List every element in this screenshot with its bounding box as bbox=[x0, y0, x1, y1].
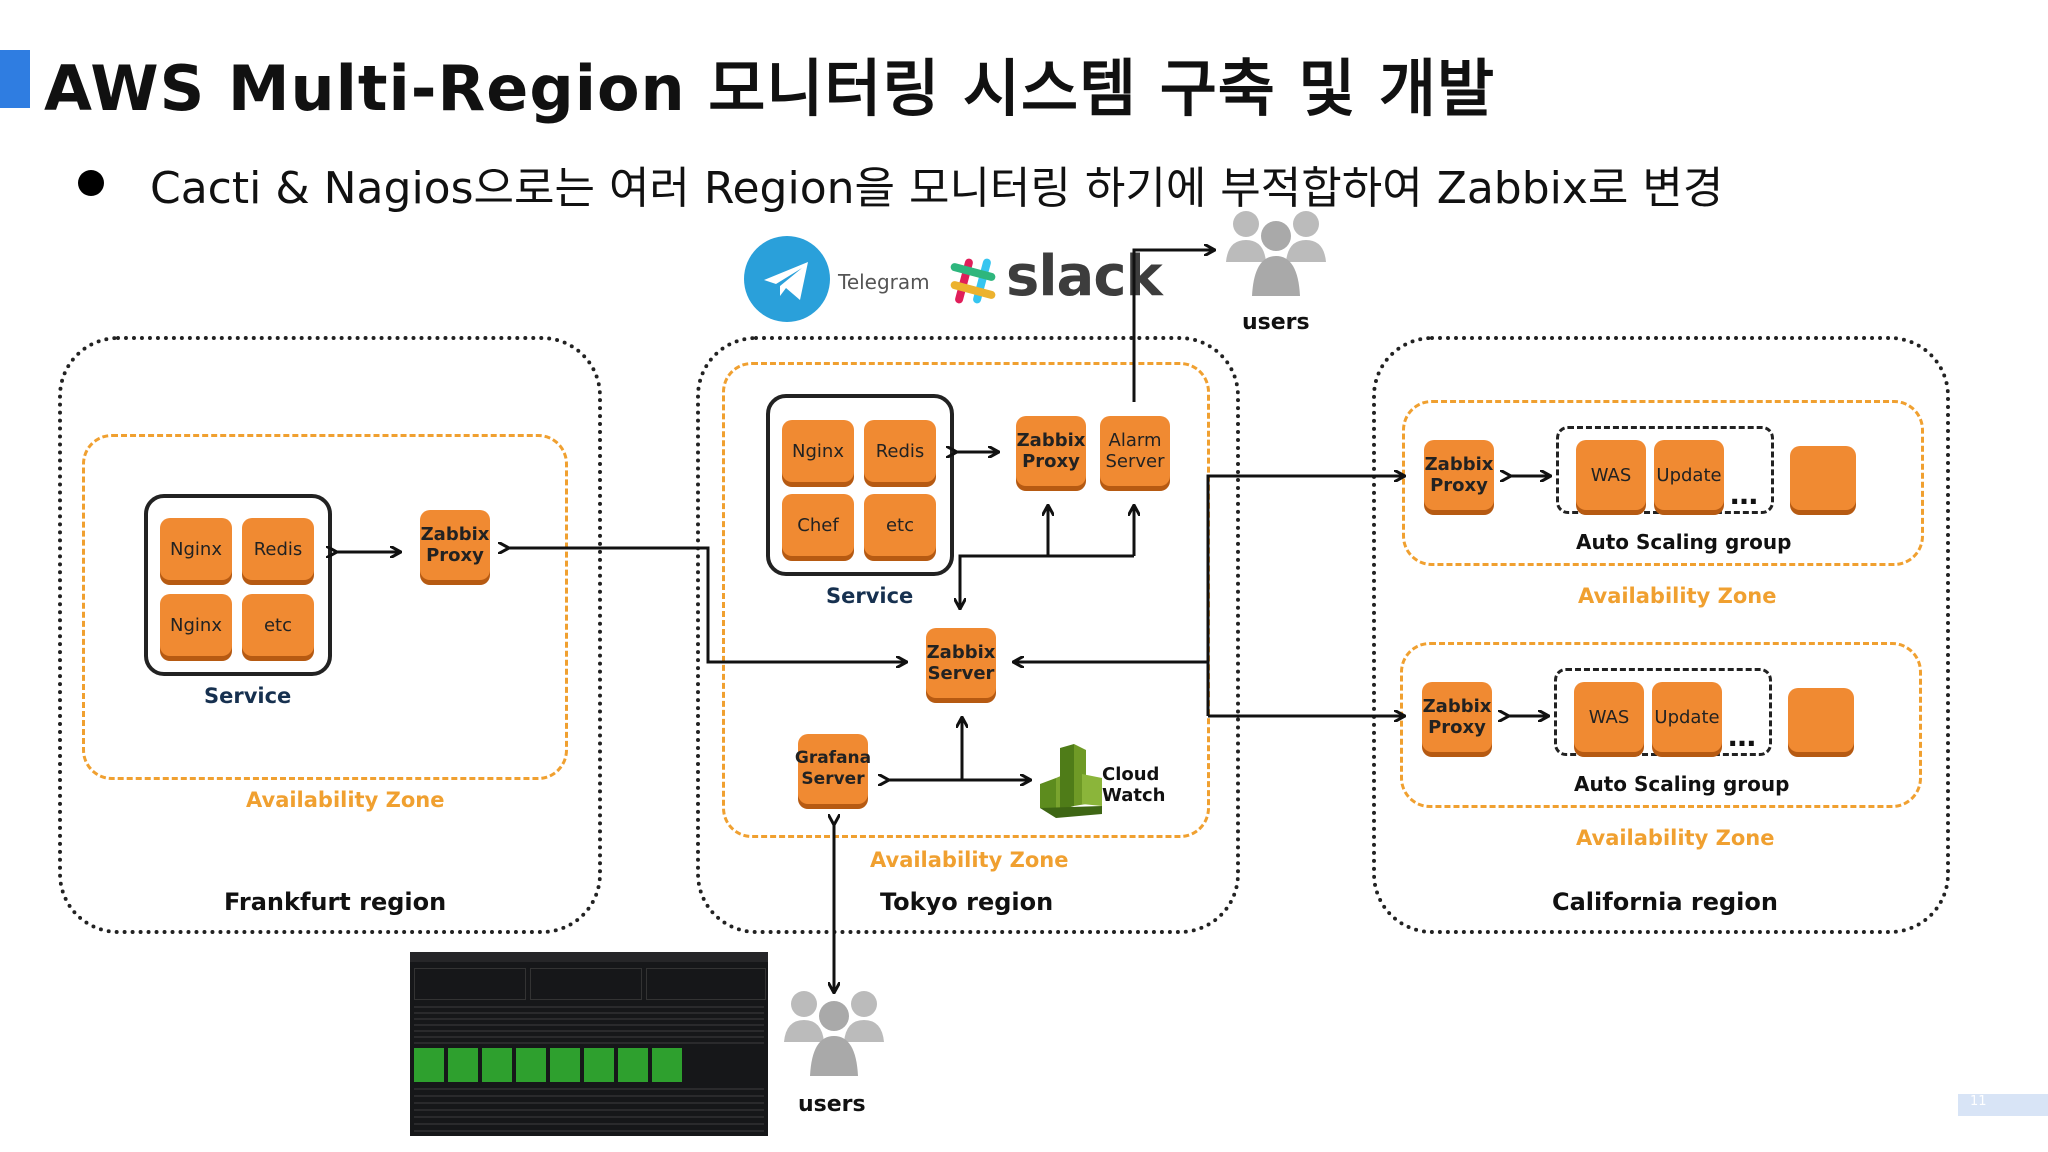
telegram-logo bbox=[744, 236, 830, 322]
ellipsis-1: … bbox=[1730, 478, 1758, 511]
california-was-2: WAS bbox=[1574, 682, 1644, 752]
title-accent-bar bbox=[0, 50, 30, 108]
tokyo-cloudwatch-label: Cloud Watch bbox=[1102, 764, 1166, 806]
slack-label: slack bbox=[1006, 244, 1163, 309]
users-icon bbox=[1224, 206, 1328, 298]
tokyo-zabbix-server: Zabbix Server bbox=[926, 628, 996, 698]
california-update-1: Update bbox=[1654, 440, 1724, 510]
california-asg-2 bbox=[1554, 668, 1772, 756]
california-zabbix-proxy-2: Zabbix Proxy bbox=[1422, 682, 1492, 752]
california-availability-zone-1 bbox=[1402, 400, 1924, 566]
telegram-label: Telegram bbox=[838, 270, 930, 294]
frankfurt-az-label: Availability Zone bbox=[246, 788, 445, 812]
frankfurt-redis: Redis bbox=[242, 518, 314, 580]
users-label-bottom: users bbox=[798, 1092, 866, 1117]
california-region-label: California region bbox=[1552, 888, 1778, 916]
cloudwatch-icon bbox=[1036, 744, 1106, 818]
california-az-label-2: Availability Zone bbox=[1576, 826, 1775, 850]
california-asg-label-2: Auto Scaling group bbox=[1574, 772, 1790, 796]
frankfurt-etc: etc bbox=[242, 594, 314, 656]
page-number: 11 bbox=[1958, 1094, 2048, 1116]
bullet-text: Cacti & Nagios으로는 여러 Region을 모니터링 하기에 부적… bbox=[150, 163, 1724, 214]
frankfurt-zabbix-proxy: Zabbix Proxy bbox=[420, 510, 490, 580]
users-icon-bottom bbox=[782, 986, 886, 1078]
frankfurt-nginx: Nginx bbox=[160, 518, 232, 580]
ellipsis-2: … bbox=[1728, 720, 1756, 753]
tokyo-alarm-server: Alarm Server bbox=[1100, 416, 1170, 486]
frankfurt-service-label: Service bbox=[204, 684, 292, 708]
slack-hash-icon bbox=[946, 254, 1000, 308]
tokyo-nginx: Nginx bbox=[782, 420, 854, 482]
california-asg-1 bbox=[1556, 426, 1774, 514]
california-az-label-1: Availability Zone bbox=[1578, 584, 1777, 608]
tokyo-redis: Redis bbox=[864, 420, 936, 482]
california-asg-label-1: Auto Scaling group bbox=[1576, 530, 1792, 554]
tokyo-az-label: Availability Zone bbox=[870, 848, 1069, 872]
california-instance-2 bbox=[1788, 688, 1854, 752]
frankfurt-region-label: Frankfurt region bbox=[224, 888, 447, 916]
california-was-1: WAS bbox=[1576, 440, 1646, 510]
california-zabbix-proxy-1: Zabbix Proxy bbox=[1424, 440, 1494, 510]
page-title: AWS Multi-Region 모니터링 시스템 구축 및 개발 bbox=[44, 52, 1496, 125]
bullet-dot bbox=[78, 170, 104, 196]
california-region bbox=[1372, 336, 1950, 934]
paper-plane-icon bbox=[764, 262, 808, 300]
california-update-2: Update bbox=[1652, 682, 1722, 752]
tokyo-zabbix-proxy: Zabbix Proxy bbox=[1016, 416, 1086, 486]
tokyo-region-label: Tokyo region bbox=[880, 888, 1054, 916]
users-label-top: users bbox=[1242, 310, 1310, 335]
tokyo-grafana-server: Grafana Server bbox=[795, 734, 871, 804]
grafana-dashboard-thumbnail bbox=[410, 952, 768, 1136]
california-instance-1 bbox=[1790, 446, 1856, 510]
frankfurt-nginx-2: Nginx bbox=[160, 594, 232, 656]
california-availability-zone-2 bbox=[1400, 642, 1922, 808]
